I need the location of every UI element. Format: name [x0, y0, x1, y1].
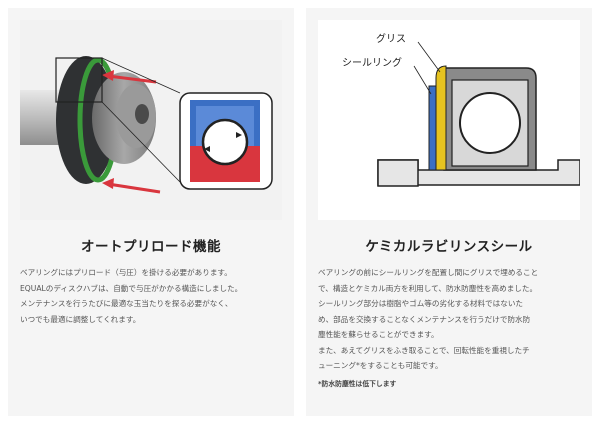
feature-title: オートプリロード機能 [81, 239, 221, 255]
description-line: いつでも最適に調整してくれます。 [20, 314, 141, 324]
grease-layer [435, 65, 447, 171]
bearing-preload-svg [20, 56, 273, 194]
feature-card-chemical-labyrinth-seal: グリス シールリング ケミカルラビリンスシール ベアリングの前にシールリングを配… [306, 8, 592, 416]
magnified-bearing-detail [179, 92, 273, 190]
description-line: で、構造とケミカル両方を利用して、防水防塵性を高めました。 [318, 283, 538, 293]
seal-ring [428, 85, 437, 171]
feature-description: ベアリングの前にシールリングを配置し間にグリスで埋めること で、構造とケミカル両… [318, 265, 580, 392]
hub-bore [135, 104, 149, 124]
preload-arrow-top [102, 70, 157, 84]
description-line: 塵性能を蘇らせることができます。 [318, 330, 439, 339]
description-line: EQUALのディスクハブは、自動で与圧がかかる構造にしました。 [20, 283, 243, 293]
seal-cross-section-svg [377, 41, 580, 187]
grease-label: グリス [376, 34, 406, 45]
footnote: *防水防塵性は低下します [318, 379, 397, 388]
zoom-source-box [55, 57, 103, 103]
description-line: め、部品を交換することなくメンテナンスを行うだけで防水防 [318, 314, 531, 324]
description-line: ベアリングの前にシールリングを配置し間にグリスで埋めること [318, 268, 539, 277]
description-line: メンテナンスを行うたびに最適な玉当たりを探る必要がなく、 [20, 299, 233, 308]
description-line: また、あえてグリスをふき取ることで、回転性能を重視したチ [318, 345, 530, 355]
description-line: ベアリングにはプリロード（与圧）を掛ける必要があります。 [20, 268, 232, 277]
seal-cross-section-illustration: グリス シールリング [318, 20, 580, 220]
description-line: シールリング部分は樹脂やゴム等の劣化する材料ではないた [318, 299, 524, 308]
feature-card-auto-preload: オートプリロード機能 ベアリングにはプリロード（与圧）を掛ける必要があります。 … [8, 8, 294, 416]
bearing-preload-illustration [20, 20, 282, 220]
bearing-ball [459, 92, 521, 154]
feature-description: ベアリングにはプリロード（与圧）を掛ける必要があります。 EQUALのディスクハ… [20, 265, 282, 327]
preload-arrow-bottom [102, 178, 161, 194]
feature-title: ケミカルラビリンスシール [365, 239, 533, 255]
description-line: ューニング*をすることも可能です。 [318, 361, 443, 370]
seal-ring-label: シールリング [342, 58, 402, 69]
